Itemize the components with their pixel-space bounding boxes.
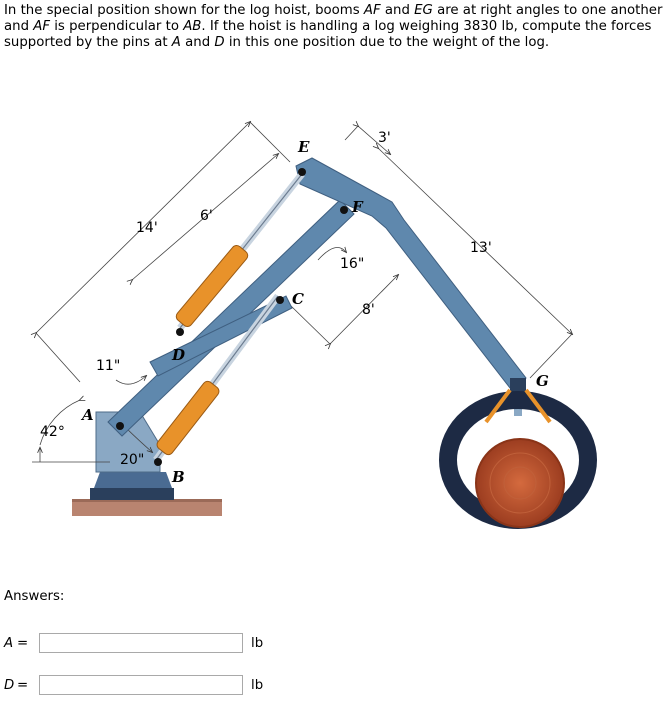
answers-label: Answers: <box>4 589 65 604</box>
label-F: F <box>351 198 364 216</box>
ground <box>72 500 222 516</box>
answer-row-A: A = lb <box>4 633 284 655</box>
cylinder-lower <box>153 293 281 463</box>
dim-11in: 11" <box>96 358 120 374</box>
dim-6ft: 6' <box>200 208 213 224</box>
dim-16in: 16" <box>340 256 364 272</box>
answer-input-A[interactable] <box>39 633 243 653</box>
label-C: C <box>292 290 304 308</box>
answer-unit-D: lb <box>251 678 264 693</box>
cylinder-upper <box>175 171 305 331</box>
label-D: D <box>171 346 185 364</box>
answer-input-D[interactable] <box>39 675 243 695</box>
log <box>475 438 565 528</box>
dim-3ft: 3' <box>378 130 391 146</box>
dim-20in: 20" <box>120 452 144 468</box>
pins <box>116 168 348 466</box>
answer-eq-D: = <box>17 678 29 693</box>
log-hoist-figure: A B C D E F G 14' 6' 3' 13' 16" 8' 11" 2… <box>0 100 666 530</box>
answer-row-D: D = lb <box>4 675 284 697</box>
dim-13ft: 13' <box>470 240 492 256</box>
label-A: A <box>80 406 94 424</box>
label-B: B <box>171 468 185 486</box>
boom-EG <box>295 157 527 389</box>
dim-14ft: 14' <box>136 220 158 236</box>
label-E: E <box>297 138 310 156</box>
answer-eq-A: = <box>17 636 29 651</box>
log-hoist-diagram: A B C D E F G 14' 6' 3' 13' 16" 8' 11" 2… <box>0 100 597 529</box>
answer-unit-A: lb <box>251 636 264 651</box>
base <box>90 411 174 500</box>
dim-42deg: 42° <box>40 424 65 440</box>
answer-var-A: A <box>4 636 14 651</box>
dim-8ft: 8' <box>362 302 375 318</box>
answer-var-D: D <box>4 678 15 693</box>
dimension-lines <box>32 122 572 463</box>
problem-statement: In the special position shown for the lo… <box>4 3 663 50</box>
boom-AF <box>107 199 355 437</box>
label-G: G <box>536 372 549 390</box>
